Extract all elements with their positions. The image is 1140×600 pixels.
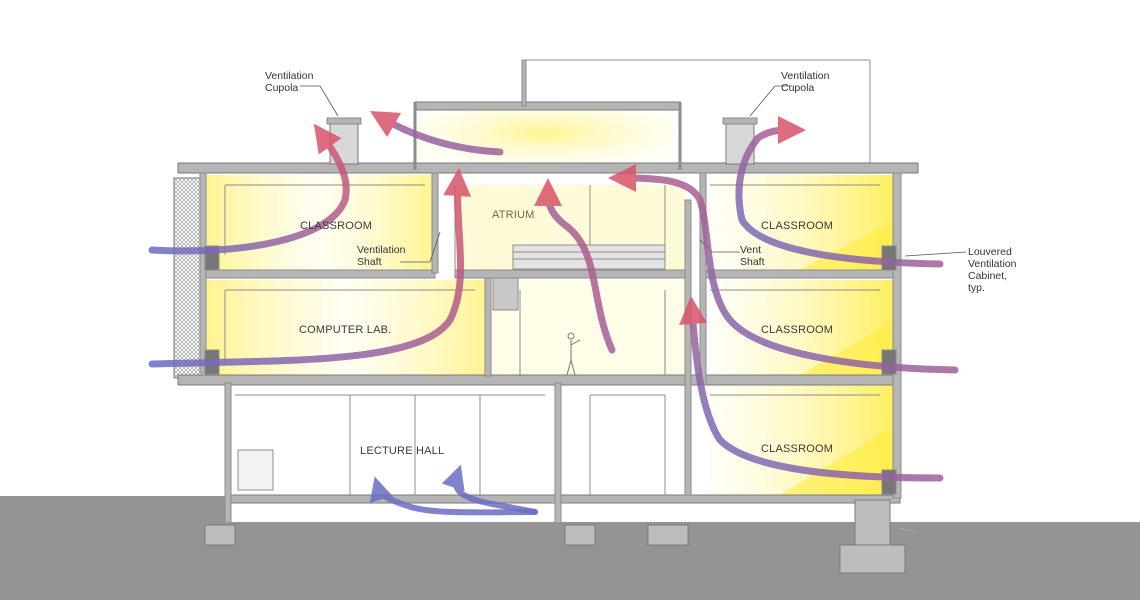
ground-right (225, 522, 1140, 600)
airflow (148, 110, 959, 516)
room-classroom-right-top: CLASSROOM (761, 220, 834, 232)
label-text: Shaft (357, 256, 382, 268)
label-ventilation-cupola-right: Ventilation Cupola (781, 70, 829, 94)
label-text: Cabinet, (968, 270, 1008, 282)
label-louvered-ventilation-cabinet: Louvered Ventilation Cabinet, typ. (968, 246, 1016, 294)
label-text: Cupola (781, 82, 815, 94)
room-computer-lab: COMPUTER LAB. (299, 324, 392, 336)
label-text: Ventilation (265, 70, 314, 82)
label-text: Louvered (968, 246, 1012, 258)
label-text: Cupola (265, 82, 299, 94)
ground (0, 496, 225, 600)
atrium-clerestory-glow (415, 108, 675, 170)
room-classroom-right-bottom: CLASSROOM (761, 443, 834, 455)
label-ventilation-cupola-left: Ventilation Cupola (265, 70, 313, 94)
label-vent-shaft: Vent Shaft (740, 244, 765, 268)
label-text: typ. (968, 282, 985, 294)
room-lecture-hall: LECTURE HALL (360, 445, 445, 457)
person-figure (566, 332, 581, 376)
room-classroom-left: CLASSROOM (300, 220, 373, 232)
room-atrium: ATRIUM (492, 209, 535, 221)
label-text: Ventilation (968, 258, 1017, 270)
label-text: Ventilation (357, 244, 406, 256)
label-text: Vent (740, 244, 762, 256)
label-text: Ventilation (781, 70, 830, 82)
label-text: Shaft (740, 256, 765, 268)
room-classroom-right-mid: CLASSROOM (761, 324, 834, 336)
label-ventilation-shaft: Ventilation Shaft (357, 244, 405, 268)
